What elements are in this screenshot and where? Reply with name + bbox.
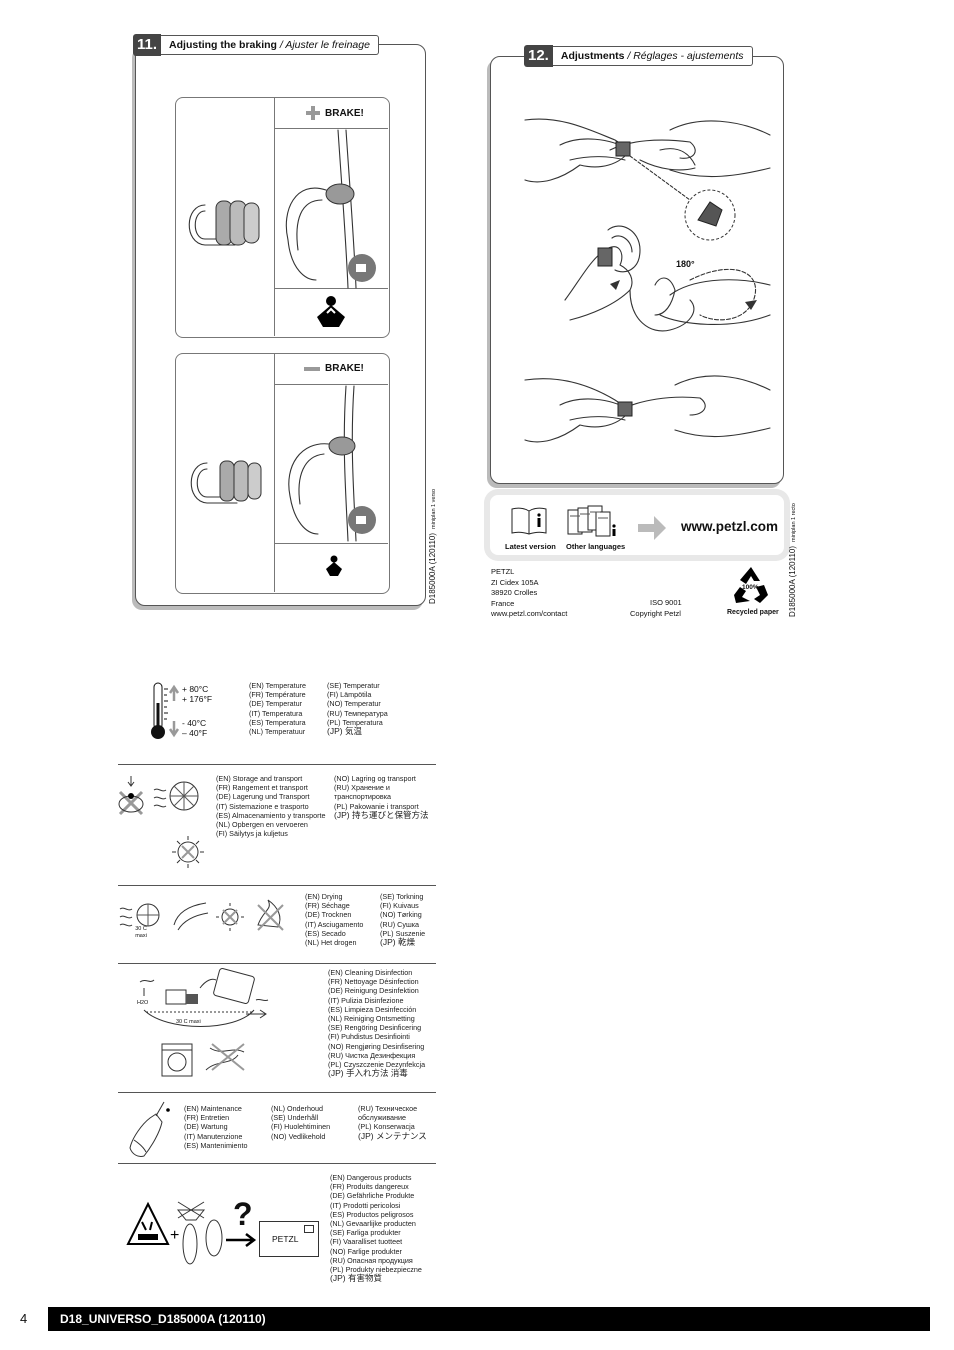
- brake-more-rope-illustration: [285, 129, 376, 289]
- temperature-labels-col1: (EN) Temperature(FR) Température(DE) Tem…: [249, 681, 306, 736]
- drying-labels-col2: (SE) Torkning(FI) Kuivaus(NO) Tørking(RU…: [380, 892, 426, 947]
- temperature-cold: - 40°C – 40°F: [182, 718, 208, 738]
- right-page-code: D185000A (120110)miniplan 1 recto: [788, 503, 797, 617]
- left-page-code: D185000A (120110)miniplan 1 verso: [428, 488, 437, 604]
- company-address: PETZL ZI Cidex 105A 38920 Crolles France…: [491, 567, 568, 618]
- cleaning-tub-label: 30 C maxi: [176, 1019, 201, 1025]
- panel-adjustments: [490, 56, 784, 484]
- minus-icon: [304, 366, 320, 371]
- brake-more-divider: [274, 98, 275, 336]
- dangerous-labels: (EN) Dangerous products(FR) Produits dan…: [330, 1173, 422, 1284]
- cleaning-labels: (EN) Cleaning Disinfection(FR) Nettoyage…: [328, 968, 426, 1079]
- cleaning-icons: [139, 967, 269, 1077]
- brake-more-box: [175, 97, 390, 338]
- rotation-label: 180°: [676, 259, 695, 269]
- page-number: 4: [20, 1311, 28, 1326]
- brake-less-device-illustration: [190, 460, 262, 504]
- panel-11-title-fr: / Ajuster le freinage: [279, 39, 370, 51]
- dangerous-products-icons: +: [126, 1201, 257, 1265]
- temperature-labels-col2: (SE) Temperatur(FI) Lämpötila(NO) Temper…: [327, 681, 388, 736]
- recycled-paper-label: Recycled paper: [727, 609, 779, 616]
- copyright-label: Copyright Petzl: [630, 609, 681, 618]
- panel-12-title-fr: / Réglages - ajustements: [627, 50, 744, 62]
- iso-label: ISO 9001: [650, 598, 682, 607]
- brake-more-load-icon: [317, 296, 345, 327]
- book-info-icon: [511, 507, 547, 535]
- panel-12-title: Adjustments: [560, 50, 625, 62]
- brake-less-box: [175, 353, 390, 594]
- cleaning-h2o-label: H2O: [137, 1000, 149, 1006]
- arrow-right-icon: [638, 516, 666, 540]
- divider-5: [118, 1163, 436, 1164]
- plus-icon: [306, 106, 320, 120]
- adjustment-step3-hands-illustration: [524, 375, 771, 443]
- brake-less-label: BRAKE!: [304, 363, 364, 374]
- maintenance-labels-col1: (EN) Maintenance(FR) Entretien(DE) Wartu…: [184, 1104, 248, 1150]
- thermometer-icon: [151, 682, 180, 739]
- brake-less-load-icon: [326, 555, 342, 576]
- drying-icons: [119, 899, 284, 931]
- panel-11-number: 11.: [133, 34, 162, 56]
- latest-version-link[interactable]: Latest version: [504, 502, 556, 552]
- brake-less-rope-illustration: [288, 385, 376, 542]
- petzl-url-link[interactable]: www.petzl.com: [681, 519, 779, 534]
- adjustment-step2-rotate-illustration: [564, 225, 771, 332]
- storage-labels-col2: (NO) Lagring og transport(RU) Хранение и…: [334, 774, 429, 820]
- recycle-percent: 100%: [742, 584, 759, 591]
- petzl-return-box: PETZL: [259, 1221, 319, 1257]
- panel-12-number: 12.: [524, 45, 553, 67]
- divider-1: [118, 764, 436, 765]
- oil-bottle-icon: [129, 1101, 170, 1157]
- recycle-icon: [734, 567, 768, 603]
- storage-icons: [118, 776, 204, 868]
- contact-link[interactable]: www.petzl.com/contact: [491, 609, 568, 618]
- temperature-hot: + 80°C + 176°F: [182, 684, 213, 704]
- brake-more-label: BRAKE!: [306, 106, 364, 120]
- divider-2: [118, 885, 436, 886]
- divider-4: [118, 1092, 436, 1093]
- panel-12-header: 12. Adjustments / Réglages - ajustements: [524, 45, 753, 67]
- maintenance-labels-col2: (NL) Onderhoud(SE) Underhåll(FI) Huoleht…: [271, 1104, 331, 1141]
- other-languages-link[interactable]: Other languages: [564, 502, 625, 552]
- brake-less-divider: [274, 354, 275, 592]
- books-info-icon: [567, 505, 616, 537]
- storage-labels-col1: (EN) Storage and transport(FR) Rangement…: [216, 774, 326, 839]
- question-mark-icon: ?: [233, 1196, 253, 1232]
- drying-temp-label: 30 C maxi: [135, 926, 147, 939]
- divider-3: [118, 963, 436, 964]
- panel-11-title: Adjusting the braking: [169, 39, 277, 51]
- drying-labels-col1: (EN) Drying(FR) Séchage(DE) Trocknen(IT)…: [305, 892, 364, 947]
- svg-text:+: +: [170, 1227, 179, 1244]
- document-id-bar: D18_UNIVERSO_D185000A (120110): [48, 1307, 930, 1331]
- panel-11-header: 11. Adjusting the braking / Ajuster le f…: [133, 34, 379, 56]
- brake-more-device-illustration: [188, 200, 260, 246]
- adjustment-step1-hands-illustration: [524, 118, 771, 241]
